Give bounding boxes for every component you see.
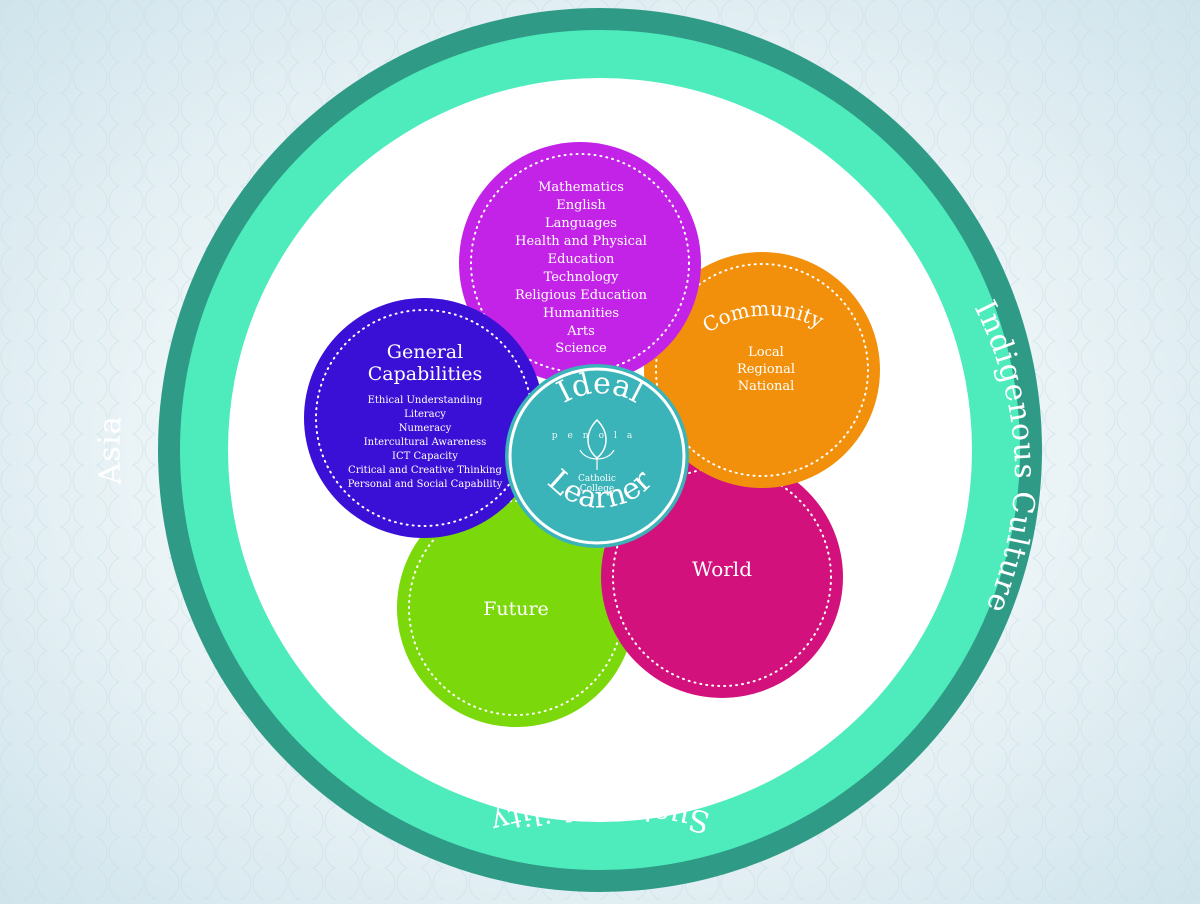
general-title-line1: General <box>387 341 463 363</box>
center-ideal-learner: Ideal Learner penola Catholic College <box>505 364 689 548</box>
capability-item: Critical and Creative Thinking <box>348 465 502 476</box>
subject-item: Health and Physical <box>515 234 647 249</box>
logo-sub-catholic: Catholic <box>578 474 616 484</box>
future-title: Future <box>483 598 549 620</box>
capability-item: Intercultural Awareness <box>364 437 487 448</box>
subject-item: Technology <box>544 270 620 285</box>
petal-subjects: Mathematics English Languages Health and… <box>459 142 701 384</box>
logo-name: penola <box>552 431 643 441</box>
capability-item: Numeracy <box>399 423 452 434</box>
general-title-line2: Capabilities <box>368 363 482 385</box>
subject-item: Languages <box>545 216 617 231</box>
community-item-local: Local <box>748 345 784 360</box>
logo-sub-college: College <box>580 484 614 494</box>
capability-item: Ethical Understanding <box>368 395 483 406</box>
community-item-national: National <box>738 379 795 394</box>
ring-label-left: Asia <box>92 414 128 487</box>
petal-general-capabilities: General Capabilities Ethical Understandi… <box>304 298 544 538</box>
capability-item: ICT Capacity <box>392 451 458 462</box>
subject-item: Arts <box>566 324 595 339</box>
world-title: World <box>692 557 752 581</box>
subject-item: Science <box>555 341 607 356</box>
subject-item: Humanities <box>543 306 619 321</box>
subject-item: Religious Education <box>515 288 648 303</box>
subject-item: Education <box>548 252 615 267</box>
subject-item: English <box>556 198 606 213</box>
community-item-regional: Regional <box>737 362 795 377</box>
capability-item: Literacy <box>404 409 446 420</box>
capability-item: Personal and Social Capability <box>348 479 503 490</box>
subject-item: Mathematics <box>538 180 624 195</box>
college-logo: penola Catholic College <box>552 418 643 494</box>
petal-community: Community Local Regional National <box>644 252 880 488</box>
